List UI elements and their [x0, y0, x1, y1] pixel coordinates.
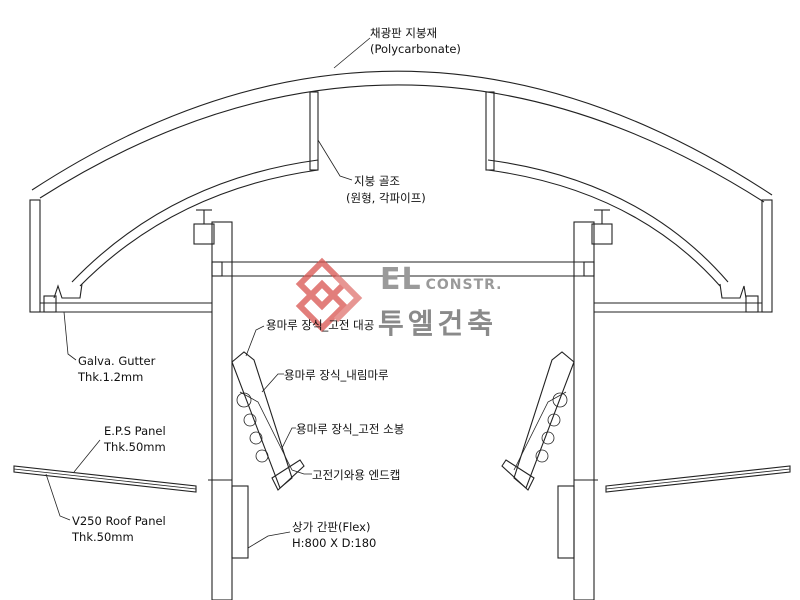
ridge-ornament-right: [513, 351, 575, 489]
gutter-right: [719, 283, 747, 299]
end-cap-right: [501, 459, 535, 491]
ornament-ball: [552, 392, 568, 408]
watermark-logo-icon: [295, 257, 363, 333]
ornament-ball: [535, 449, 549, 463]
ornament-ball: [249, 431, 263, 445]
label-roof-panel-spec: Thk.50mm: [72, 530, 134, 544]
label-roof-frame-spec: (원형, 각파이프): [346, 191, 426, 205]
label-sign-board-size: H:800 X D:180: [292, 536, 377, 550]
frame-post-right: [485, 91, 495, 171]
label-eps-panel: E.P.S Panel: [104, 424, 166, 438]
gutter-right-box: [745, 295, 759, 313]
leader-roof-material: [333, 37, 371, 69]
leader-ridge-down: [261, 373, 284, 393]
leader-end-cap: [291, 469, 312, 475]
leader-ridge-fixed: [281, 427, 296, 449]
polycarbonate-arch: [31, 70, 773, 196]
roof-frame-right: [487, 159, 729, 283]
label-roof-frame: 지붕 골조: [354, 174, 400, 188]
eps-layer-right: [605, 468, 791, 490]
ridge-ornament-left-detail: [239, 391, 293, 471]
label-end-cap: 고전기와용 엔드캡: [312, 468, 401, 482]
tie-beam-end-left: [211, 261, 223, 277]
label-ridge-down: 용마루 장식_내림마루: [284, 368, 389, 382]
watermark-brand-en-big: EL: [380, 262, 422, 297]
gutter-left-box: [43, 295, 57, 313]
watermark-brand-kr: 투엘건축: [378, 307, 498, 340]
canopy-end-left: [29, 199, 41, 313]
label-sign-board: 상가 간판(Flex): [292, 520, 371, 534]
leader-roof-panel: [45, 473, 71, 521]
ornament-ball: [547, 413, 561, 427]
sign-board-right: [557, 485, 575, 559]
ornament-ball: [236, 392, 252, 408]
roof-frame-left: [71, 159, 319, 283]
roof-frame-left-inner: [79, 169, 319, 287]
label-eps-spec: Thk.50mm: [104, 440, 166, 454]
column-cap-left: [193, 223, 215, 245]
leader-roof-frame: [317, 139, 353, 181]
ridge-ornament-left: [231, 351, 293, 489]
leader-ridge-base: [245, 325, 265, 357]
tie-beam-end-right: [583, 261, 595, 277]
ornament-ball: [255, 449, 269, 463]
frame-post-left: [309, 91, 319, 171]
column-cap-right: [591, 223, 613, 245]
roof-panel-right: [605, 465, 791, 493]
leader-eps: [73, 439, 101, 473]
sign-board-left: [231, 485, 249, 559]
label-roof-material-en: (Polycarbonate): [370, 42, 461, 56]
label-ridge-fixed-ornament: 용마루 장식_고전 소봉: [296, 422, 405, 436]
roof-frame-right-inner: [487, 169, 721, 287]
ornament-ball: [243, 413, 257, 427]
leader-sign-board: [247, 531, 291, 549]
leader-gutter: [63, 311, 77, 361]
ornament-ball: [541, 431, 555, 445]
eps-layer-left: [13, 468, 197, 490]
polycarbonate-arch-inner: [39, 84, 765, 203]
roof-panel-left: [13, 465, 197, 493]
end-cap-left: [271, 459, 305, 491]
column-right: [573, 221, 595, 600]
label-roof-panel: V250 Roof Panel: [72, 514, 166, 528]
canopy-end-right: [761, 199, 773, 313]
label-gutter: Galva. Gutter: [78, 354, 156, 368]
label-roof-material: 채광판 지붕재: [370, 26, 438, 40]
column-left: [211, 221, 233, 600]
label-ridge-fixed-base: 용마루 장식_고전 대공: [266, 318, 375, 332]
gutter-left: [53, 283, 83, 299]
watermark-brand-en-small: CONSTR.: [425, 277, 503, 293]
ridge-ornament-right-detail: [513, 391, 567, 471]
label-gutter-spec: Thk.1.2mm: [78, 370, 144, 384]
